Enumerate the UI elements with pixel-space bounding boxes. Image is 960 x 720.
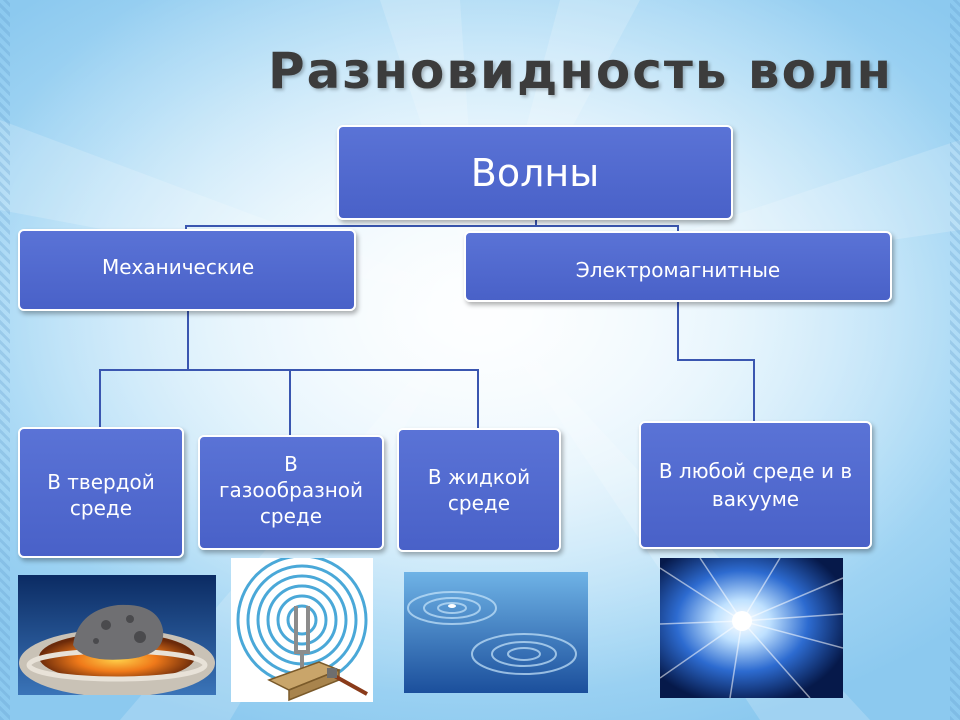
meteorite-impact-image [18,575,216,695]
node-mechanical-label: Механические [102,255,255,279]
connector-mechanical-liquid [188,369,479,430]
connector-electromagnetic-any [677,300,755,424]
node-liquid: В жидкой среде [397,428,561,552]
node-solid-label: В твердой среде [47,470,155,520]
node-waves: Волны [337,125,733,220]
left-border-pattern [0,0,10,720]
connector-mechanical-solid [99,310,189,430]
node-mechanical: Механические [18,229,356,311]
node-solid: В твердой среде [18,427,184,558]
node-waves-label: Волны [470,150,600,195]
connector-mechanical-gas [188,369,291,438]
node-liquid-label: В жидкой среде [427,465,531,515]
right-border-pattern [950,0,960,720]
light-burst-image [660,558,843,698]
node-electromagnetic-label: Электромагнитные [575,258,781,282]
node-gas-label: В газообразной среде [218,452,364,528]
slide-title: Разновидность волн [268,42,894,100]
node-electromagnetic: Электромагнитные [464,231,892,302]
node-gas: В газообразной среде [198,435,384,550]
node-any-medium: В любой среде и в вакууме [639,421,872,549]
water-ripples-image [404,572,588,693]
tuning-fork-sound-waves-image [231,558,373,702]
node-any-medium-label: В любой среде и в вакууме [658,459,853,511]
